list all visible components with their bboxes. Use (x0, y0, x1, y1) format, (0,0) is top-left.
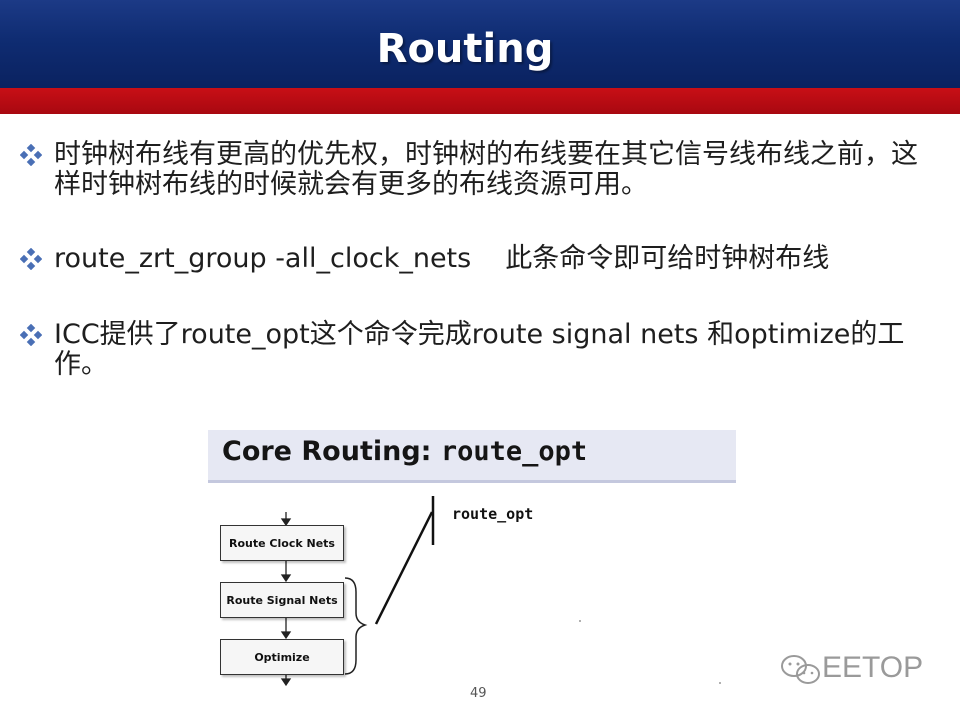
bullet-text: ICC提供了route_opt这个命令完成route signal nets 和… (54, 319, 905, 380)
route-opt-label: route_opt (452, 505, 534, 523)
bullet-text: route_zrt_group -all_clock_nets 此条命令即可给时钟… (54, 244, 934, 274)
bullet-item: route_zrt_group -all_clock_nets 此条命令即可给时钟… (20, 244, 940, 276)
title-underline-band (0, 88, 960, 114)
route-clock-nets-box: Route Clock Nets (220, 525, 344, 561)
watermark-text: EETOP (822, 651, 924, 684)
diamond-bullet-icon (20, 248, 42, 270)
diamond-bullet-icon (20, 144, 42, 166)
figure-header: Core Routing: route_opt (208, 430, 736, 483)
bullet-text: 时钟树布线有更高的优先权，时钟树的布线要在其它信号线布线之前，这样时钟树布线的时… (54, 139, 918, 200)
bullet-item: 时钟树布线有更高的优先权，时钟树的布线要在其它信号线布线之前，这样时钟树布线的时… (20, 140, 940, 204)
figure-title-mono: route_opt (440, 436, 588, 467)
route-signal-nets-box: Route Signal Nets (220, 582, 344, 618)
optimize-box: Optimize (220, 639, 344, 675)
slide-title: Routing (376, 26, 554, 72)
wechat-icon (781, 655, 820, 684)
figure-title: Core Routing: route_opt (222, 434, 587, 470)
figure-title-plain: Core Routing: (222, 436, 441, 467)
command-note: 此条命令即可给时钟树布线 (505, 243, 830, 274)
page-number: 49 (470, 686, 487, 701)
command-text: route_zrt_group -all_clock_nets (54, 243, 472, 274)
title-bar (0, 0, 960, 88)
diamond-bullet-icon (20, 324, 42, 346)
bullet-item: ICC提供了route_opt这个命令完成route signal nets 和… (20, 320, 940, 384)
